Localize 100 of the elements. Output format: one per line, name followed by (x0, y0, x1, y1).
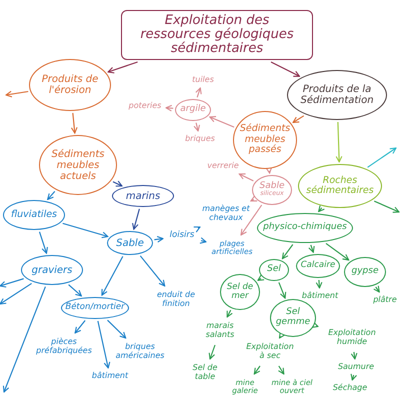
ellipse-node (107, 231, 153, 255)
branch-label: manèges et chevaux (198, 203, 254, 225)
arrow (68, 284, 82, 297)
branch-label: briques (181, 133, 219, 145)
branch-label: Exploitation à sec (241, 340, 299, 364)
node-text: marins (126, 190, 160, 202)
branch-label: enduit de finition (150, 288, 202, 312)
ellipse-node (175, 99, 211, 121)
diagram-title: Exploitation des ressources géologiques sédimentaires (139, 14, 295, 56)
node-text: argile (180, 105, 206, 115)
arrow (70, 112, 78, 134)
branch-label: Séchage (329, 382, 371, 394)
branch-label: loisirs (165, 230, 199, 242)
node-text: Sel (267, 265, 281, 275)
arrow (238, 173, 254, 182)
node-text: Produits de l'érosion (40, 74, 100, 96)
arrow (350, 373, 358, 381)
ellipse-node (257, 213, 353, 243)
branch-label: verrerie (201, 160, 245, 172)
ellipse-node (344, 257, 386, 287)
arrow (278, 282, 286, 299)
arrow (254, 366, 260, 375)
node-text: Calcaire (300, 261, 336, 271)
ellipse-node (220, 274, 260, 310)
node-text: Sédiments meubles passés (238, 124, 292, 156)
arrow (316, 280, 322, 289)
arrow (208, 344, 216, 360)
arrow (326, 242, 350, 261)
arrow (367, 147, 397, 168)
arrow (165, 104, 174, 112)
arrow (74, 320, 86, 334)
ellipse-node (29, 59, 111, 111)
ellipse-node (270, 299, 316, 337)
node-text: Sédiments meubles actuels (50, 148, 106, 182)
arrow (350, 352, 358, 360)
node-text: Sable (116, 238, 144, 248)
arrow (250, 195, 258, 202)
arrow (193, 226, 201, 233)
arrow (195, 87, 202, 98)
arrow (0, 278, 24, 288)
arrow (278, 366, 284, 375)
arrow (0, 282, 32, 305)
branch-label: plâtre (370, 294, 400, 306)
node-text: physico-chimiques (263, 223, 347, 233)
node-text: Béton/mortier (65, 303, 125, 313)
arrow (282, 244, 294, 260)
branch-label: marais salants (197, 319, 243, 343)
arrow (132, 208, 140, 230)
arrow (62, 222, 108, 238)
arrow (47, 191, 56, 200)
arrow (311, 322, 319, 328)
ellipse-node (252, 175, 292, 205)
node-text: graviers (32, 264, 72, 276)
title-box (121, 10, 313, 60)
node-text: Produits de la Sédimentation (299, 84, 375, 106)
arrow (154, 236, 164, 243)
arrow (318, 205, 325, 212)
node-text: Sel de mer (226, 282, 254, 302)
arrow (108, 61, 138, 74)
node-text: Sel gemme (274, 308, 312, 328)
arrow (194, 122, 200, 132)
arrow (373, 285, 380, 293)
ellipse-node (287, 70, 387, 120)
arrow (240, 204, 262, 236)
arrow (97, 320, 110, 369)
arrow (270, 62, 300, 77)
arrow (292, 115, 304, 124)
ellipse-node (296, 254, 340, 278)
arrow (199, 237, 207, 244)
arrow (209, 116, 234, 128)
ellipse-node (259, 259, 289, 281)
ellipse-node (3, 200, 65, 230)
branch-label: bâtiment (299, 290, 341, 302)
ellipse-node (21, 255, 83, 285)
branch-label: bâtiment (89, 370, 131, 382)
node-text: gypse (352, 267, 378, 277)
branch-label: poteries (126, 100, 164, 112)
arrow (5, 90, 28, 98)
arrow (107, 320, 126, 339)
branch-label: tuiles (186, 74, 220, 86)
node-text: Sable (260, 182, 284, 191)
arrow (308, 244, 315, 253)
ellipse-node (298, 164, 382, 208)
arrow (266, 166, 272, 174)
arrow (336, 122, 342, 163)
arrow (101, 256, 124, 296)
arrow (112, 180, 123, 187)
branch-label: Exploitation humide (320, 326, 384, 350)
node-text: Roches sédimentaires (305, 176, 375, 196)
arrow (2, 286, 46, 393)
arrow (140, 255, 166, 287)
branch-label: Sel de table (187, 361, 223, 385)
branch-label: briques américaines (112, 340, 168, 364)
branch-label: pièces préfabriquées (35, 335, 93, 359)
arrow (226, 310, 233, 318)
arrow (38, 232, 48, 254)
arrow (257, 274, 265, 281)
branch-label: Saumure (335, 361, 377, 373)
arrow (374, 200, 400, 213)
node-text: fluviatiles (10, 210, 58, 220)
